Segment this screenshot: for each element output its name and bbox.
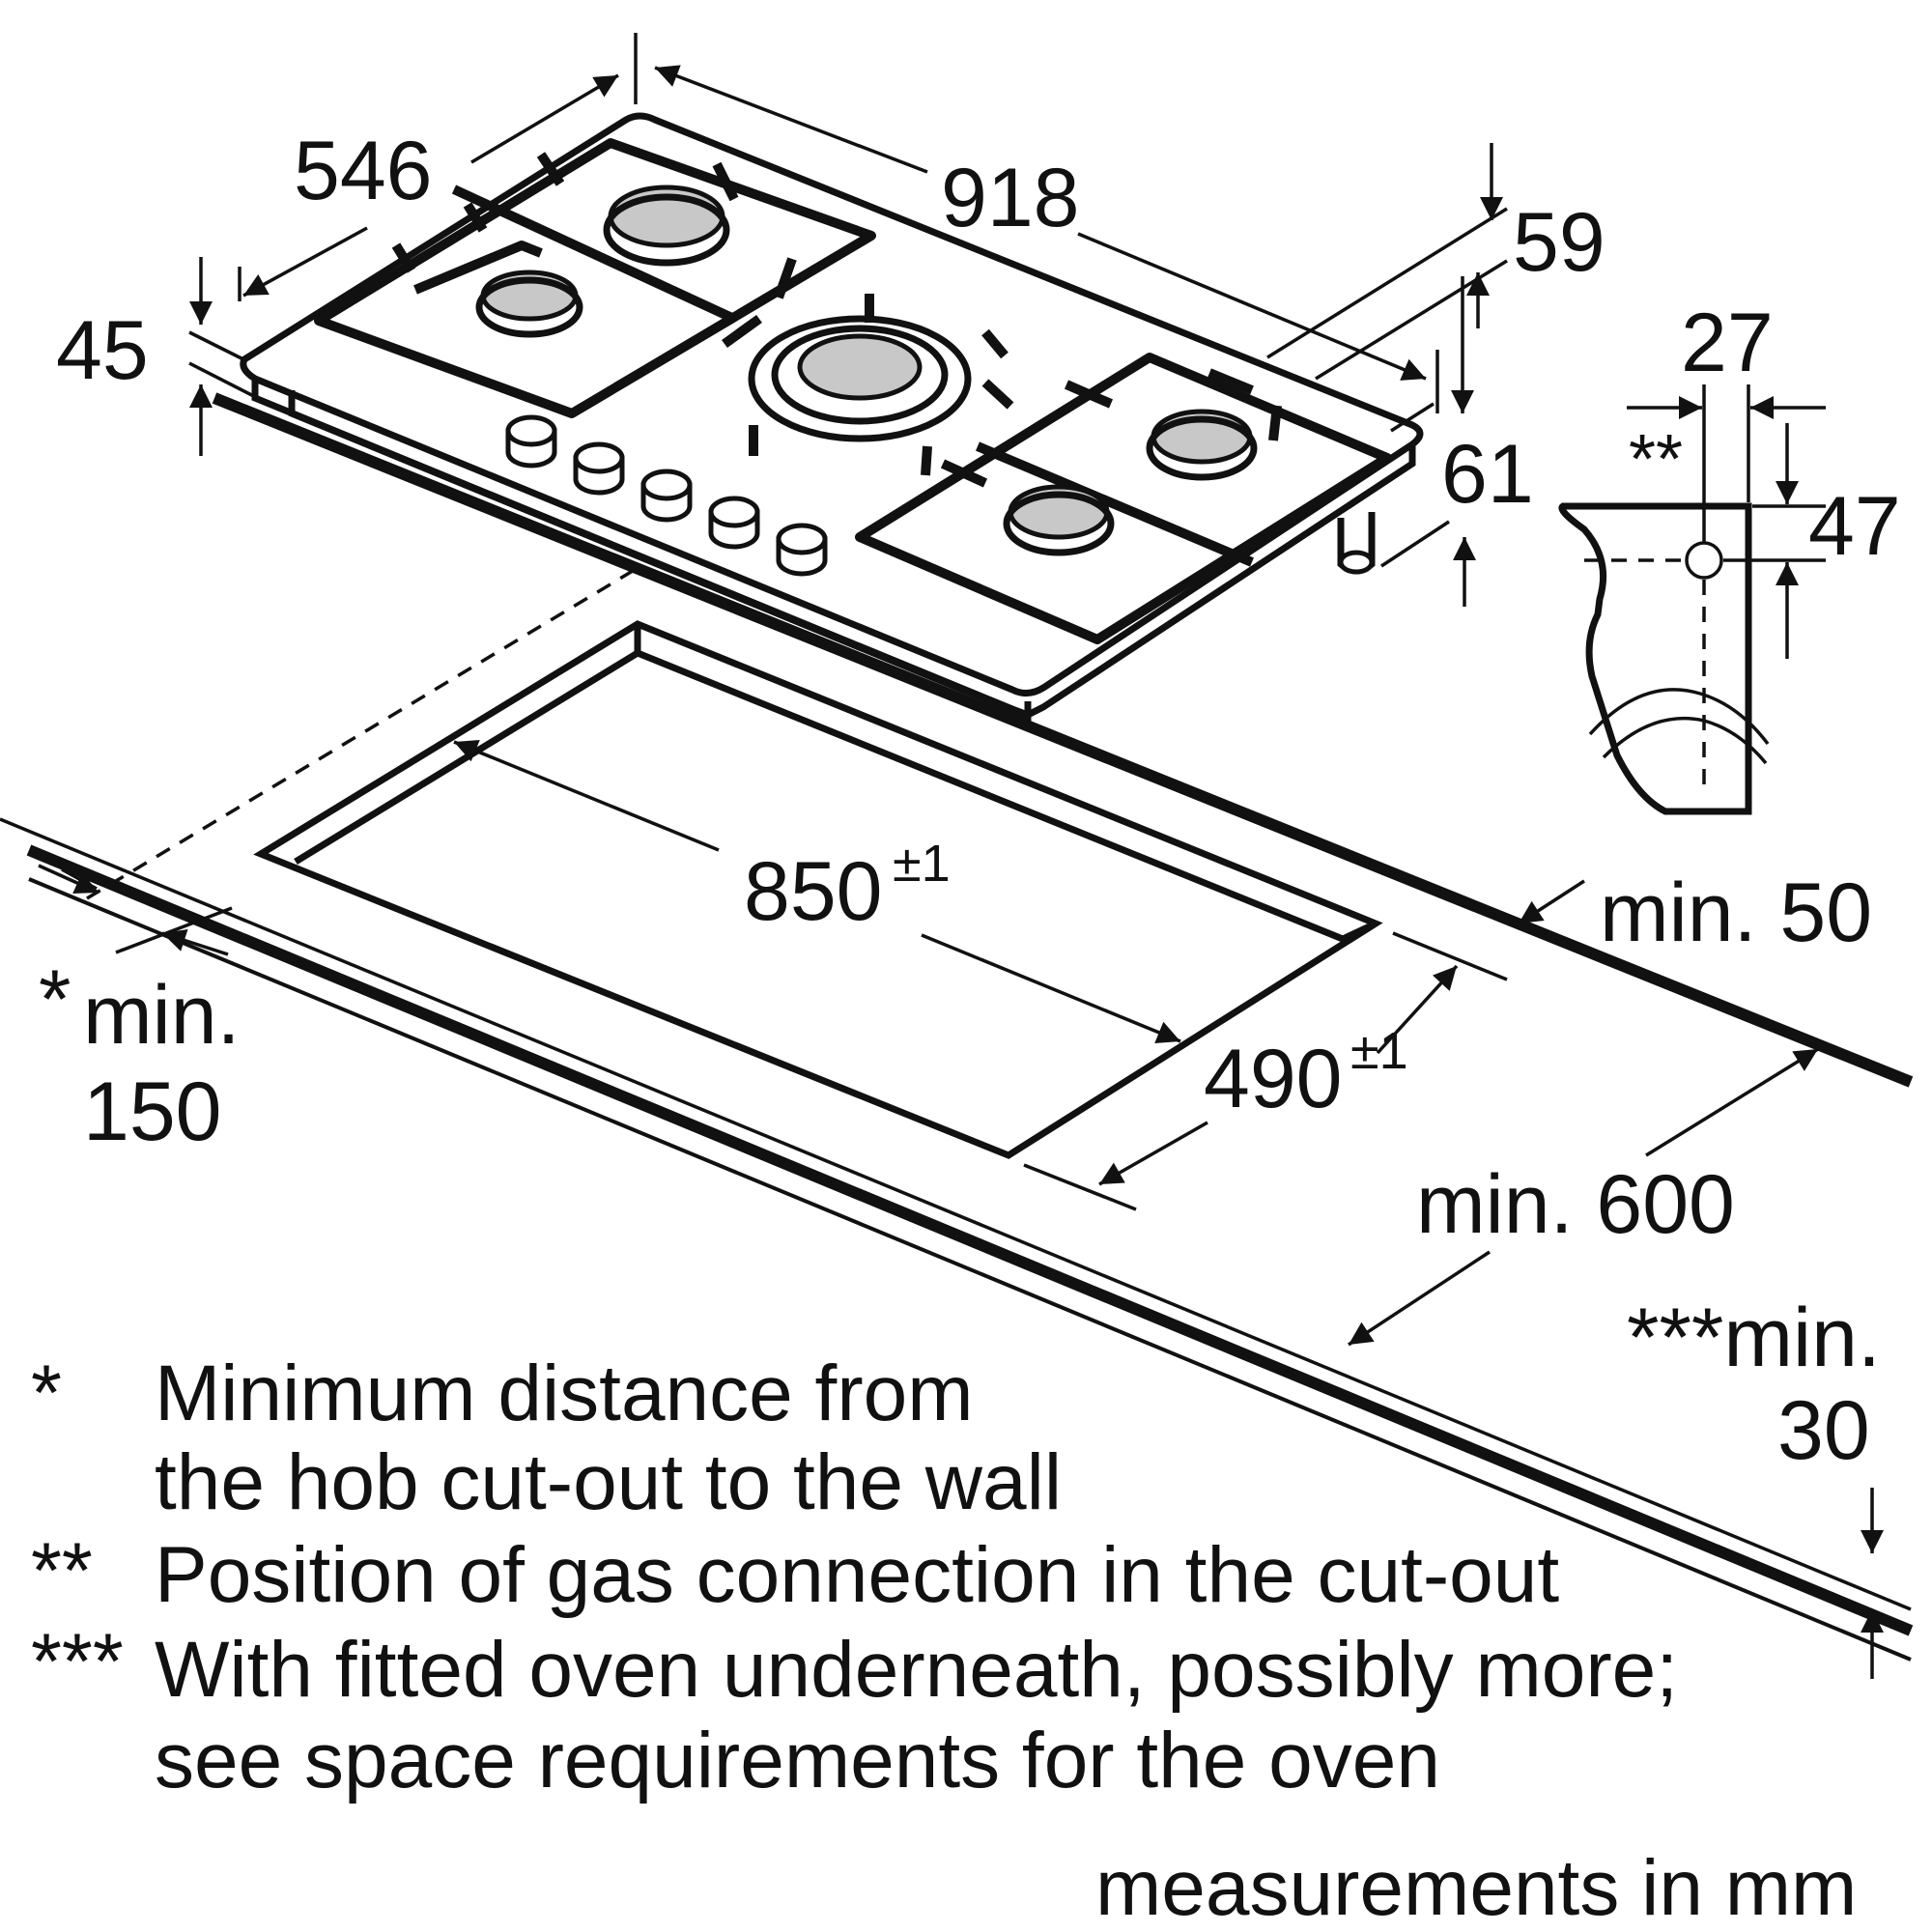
hob-dimension-lines — [188, 33, 1508, 607]
extension-490-b — [1023, 1163, 1137, 1211]
detail-break-1 — [1588, 688, 1770, 746]
left-grate-bar-2 — [413, 241, 543, 295]
wok-burner-outer — [748, 315, 972, 442]
label-490-tolerance: ±1 — [1350, 1022, 1408, 1080]
note-3-line-2: see space requirements for the oven — [155, 1717, 1440, 1804]
label-min-30-line1: ***min. — [1627, 1292, 1881, 1384]
units-label: measurements in mm — [1095, 1844, 1857, 1932]
label-490: 490 — [1204, 1033, 1343, 1125]
burner-front-left-ring — [475, 276, 583, 338]
label-47: 47 — [1808, 480, 1901, 573]
dimension-line-850-a — [453, 739, 720, 852]
cutout-dimension-lines — [38, 739, 1884, 1679]
worktop-front-edge — [26, 844, 1914, 1636]
hob-cutout-inner — [294, 624, 1378, 943]
knob-4 — [708, 496, 760, 550]
right-grate — [855, 353, 1392, 644]
wall-projection-line — [86, 566, 639, 900]
label-59: 59 — [1513, 196, 1605, 289]
hob-base-tray — [288, 390, 1032, 723]
dimension-line-490-b — [1098, 1121, 1208, 1186]
extension-490-a — [1392, 931, 1508, 981]
detail-profile — [1558, 502, 1752, 815]
label-27: 27 — [1681, 297, 1774, 389]
wok-burner-support — [722, 294, 1014, 476]
note-3-marker: *** — [31, 1618, 124, 1706]
note-1-line-2: the hob cut-out to the wall — [155, 1438, 1062, 1526]
note-1-marker: * — [31, 1350, 62, 1437]
worktop — [0, 392, 1914, 1662]
gas-connection-detail — [1558, 384, 1826, 815]
label-850-tolerance: ±1 — [893, 835, 951, 893]
dimension-line-546 — [242, 226, 368, 298]
arrow-min-50 — [1518, 879, 1585, 925]
dimension-line-546-b — [470, 73, 619, 164]
extension-45-b — [188, 361, 281, 412]
label-min-50: min. 50 — [1600, 867, 1872, 959]
wok-burner-mid — [771, 325, 949, 425]
note-2-line-1: Position of gas connection in the cut-ou… — [155, 1531, 1559, 1619]
dimension-line-600-b — [1348, 1250, 1491, 1347]
extension-61-a — [1390, 402, 1435, 433]
dimension-line-918-b — [1077, 232, 1427, 381]
detail-break-2 — [1602, 716, 1768, 765]
arrow-150-b — [161, 928, 229, 956]
gas-connector-end — [1338, 550, 1375, 575]
knob-2 — [573, 441, 625, 496]
left-grate-bar-1 — [451, 185, 737, 324]
knob-1 — [505, 414, 557, 469]
label-min-150-line1: min. — [83, 969, 240, 1062]
right-grate-bar-2 — [940, 368, 1282, 488]
worktop-left-edge-top — [0, 817, 1912, 1611]
dimension-line-918-a — [654, 65, 928, 174]
label-min-150-line2: 150 — [83, 1065, 222, 1158]
label-min-150-star: * — [39, 953, 71, 1046]
dimension-labels: 546 918 45 59 61 27 47 ** 850 ±1 490 ±1 … — [39, 125, 1901, 1477]
note-1-line-1: Minimum distance from — [155, 1350, 974, 1437]
left-grate-bar-3 — [391, 152, 797, 299]
right-grate-bar-1 — [976, 441, 1254, 567]
gas-connection-point — [1685, 541, 1723, 580]
label-45: 45 — [56, 304, 149, 397]
dimension-line-490-a — [1376, 964, 1459, 1055]
label-61: 61 — [1441, 428, 1534, 521]
worktop-front-lower-edge — [28, 877, 1912, 1662]
label-min-30-line2: 30 — [1777, 1384, 1870, 1477]
hob-drawing — [240, 112, 1424, 723]
dimension-line-850-b — [921, 933, 1181, 1043]
left-grate — [314, 138, 876, 418]
footnotes: * Minimum distance from the hob cut-out … — [31, 1350, 1857, 1932]
burner-rear-left-ring — [603, 193, 730, 267]
burner-rear-right-ring — [1146, 415, 1258, 481]
knob-3 — [640, 469, 693, 523]
wok-burner-cap — [797, 333, 923, 401]
label-546: 546 — [294, 125, 433, 217]
worktop-rear-edge — [212, 392, 1914, 1088]
extension-59-a — [1266, 207, 1508, 359]
knob-5 — [776, 523, 828, 577]
extension-61-b — [1380, 520, 1450, 568]
arrow-150-a — [38, 864, 99, 895]
note-2-marker: ** — [31, 1527, 93, 1615]
control-knobs — [505, 414, 828, 577]
label-850: 850 — [744, 845, 883, 938]
label-gas-marker: ** — [1629, 421, 1683, 498]
burner-front-right-ring — [1003, 491, 1115, 556]
label-min-600: min. 600 — [1416, 1158, 1735, 1251]
note-3-line-1: With fitted oven underneath, possibly mo… — [155, 1626, 1678, 1714]
label-918: 918 — [941, 152, 1080, 244]
extension-45-a — [188, 330, 244, 361]
dimension-line-600-a — [1645, 1047, 1819, 1157]
